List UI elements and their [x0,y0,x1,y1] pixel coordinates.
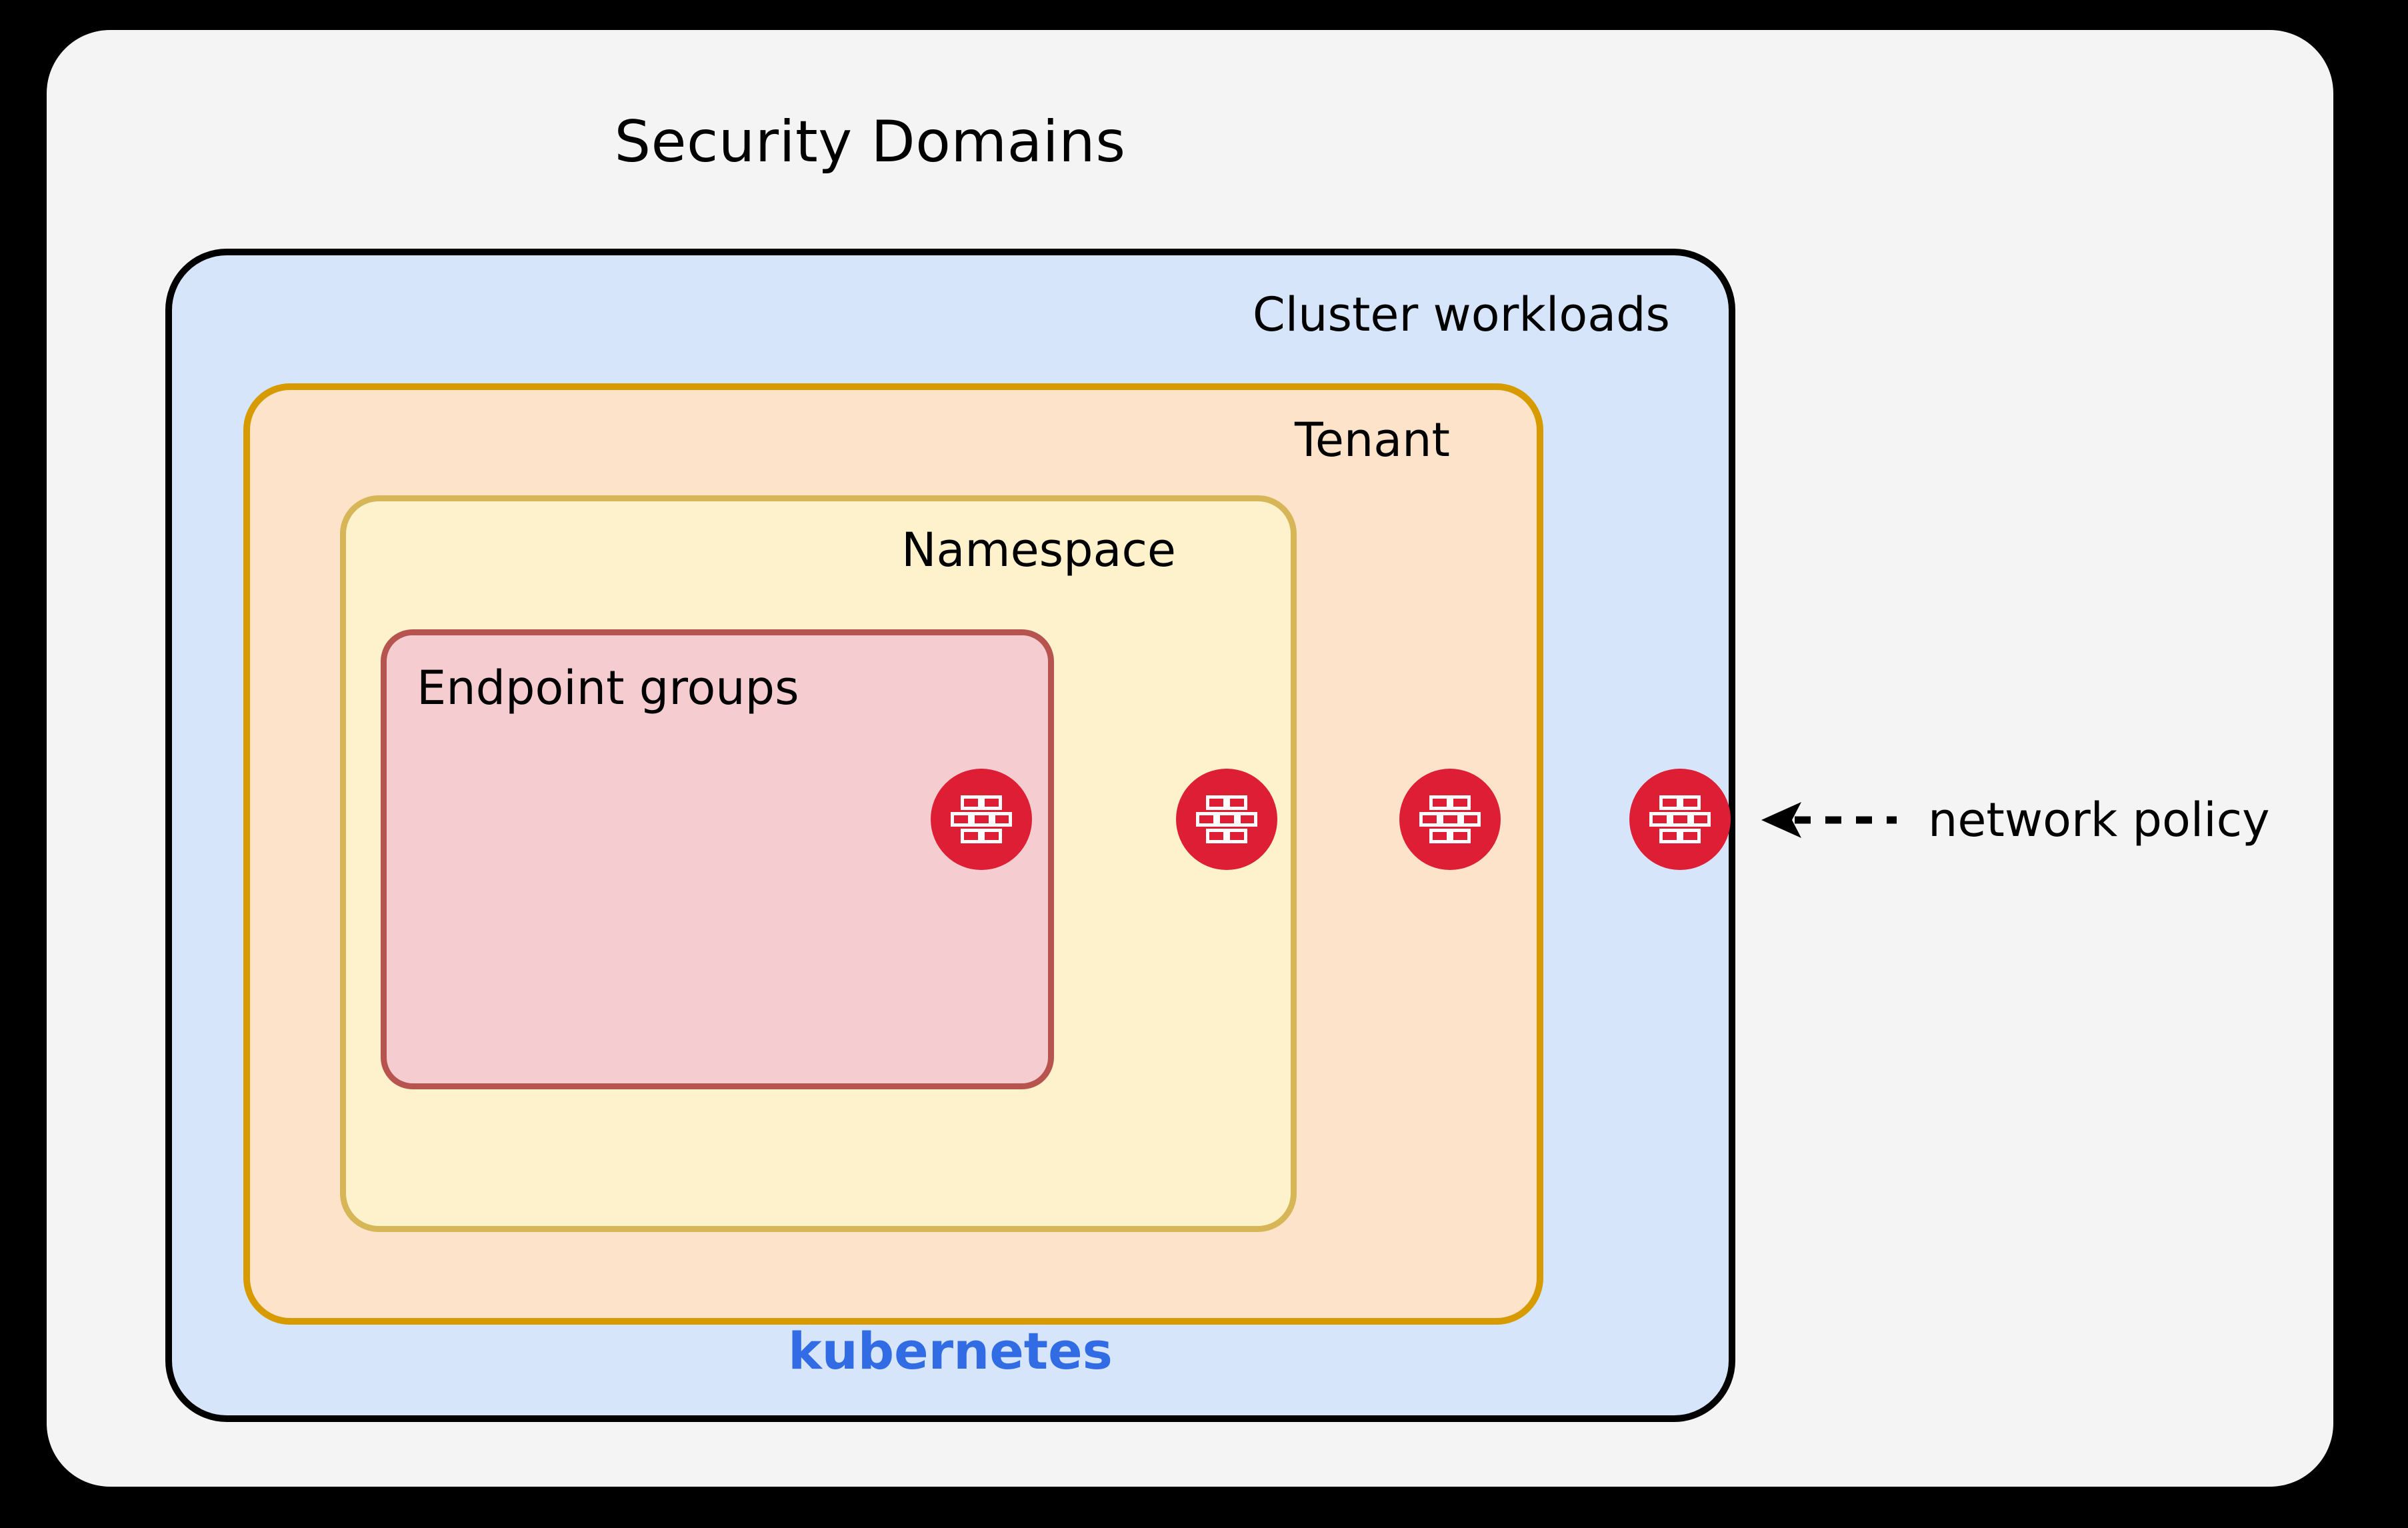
page-title: Security Domains [614,109,1126,175]
kubernetes-brand-label: kubernetes [788,1321,1113,1381]
firewall-cluster-icon [1629,769,1731,870]
layer-cluster-workloads-label: Cluster workloads [1252,287,1670,342]
layer-tenant: Tenant Namespace Endpoint groups [243,383,1543,1325]
security-domains-panel: Security Domains Cluster workloads Tenan… [47,30,2333,1487]
layer-endpoint-groups: Endpoint groups [381,629,1054,1089]
firewall-tenant-icon [1399,769,1501,870]
layer-namespace-label: Namespace [901,523,1176,577]
network-policy-annotation: network policy [1760,767,2270,873]
network-policy-label: network policy [1928,793,2270,847]
layer-tenant-label: Tenant [1294,413,1450,467]
firewall-endpoint-groups-icon [931,769,1032,870]
layer-namespace: Namespace Endpoint groups [340,495,1297,1232]
layer-endpoint-groups-label: Endpoint groups [417,661,799,715]
layer-cluster-workloads: Cluster workloads Tenant Namespace Endpo… [165,249,1735,1422]
firewall-namespace-icon [1176,769,1277,870]
dashed-arrow-left-icon [1760,797,1900,843]
